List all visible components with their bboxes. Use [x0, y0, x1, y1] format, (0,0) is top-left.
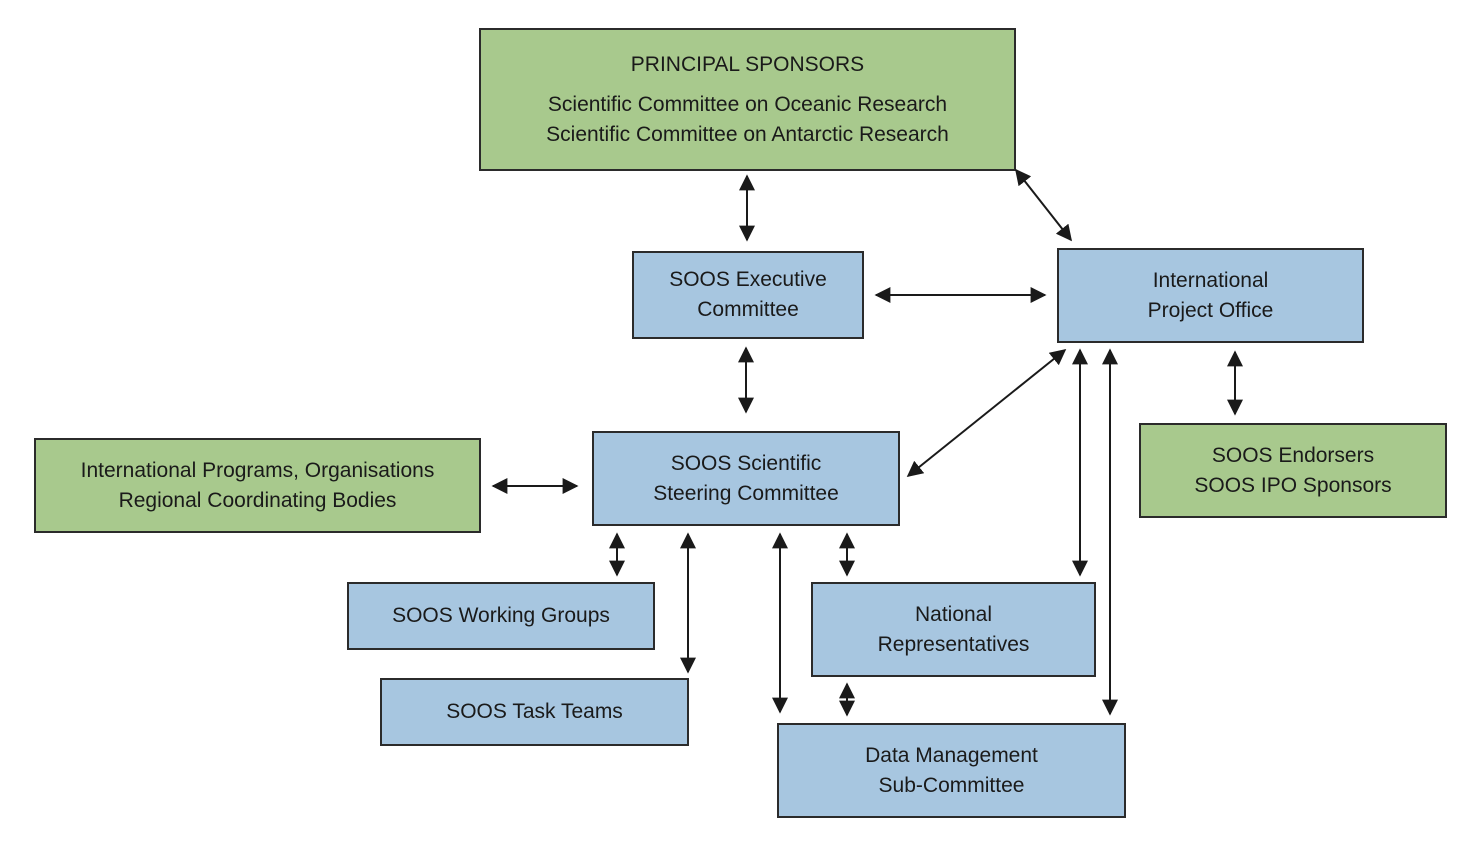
international-programs-line2: Regional Coordinating Bodies	[118, 488, 397, 512]
data-mgmt-line2: Sub-Committee	[878, 773, 1025, 797]
working-groups-box: SOOS Working Groups	[347, 582, 655, 650]
ssc-line2: Steering Committee	[653, 481, 839, 505]
executive-committee-line2: Committee	[697, 298, 799, 321]
endorsers-line1: SOOS Endorsers	[1211, 443, 1375, 467]
national-representatives-box: National Representatives	[811, 582, 1096, 677]
arrow-ipo-ssc	[906, 348, 1067, 478]
endorsers-line2: SOOS IPO Sponsors	[1194, 473, 1392, 497]
data-mgmt-line1: Data Management	[865, 743, 1038, 767]
national-reps-line2: Representatives	[877, 632, 1030, 656]
endorsers-box: SOOS Endorsers SOOS IPO Sponsors	[1139, 423, 1447, 518]
principal-sponsors-box: PRINCIPAL SPONSORS Scientific Committee …	[479, 28, 1016, 171]
ipo-line2: Project Office	[1147, 298, 1274, 322]
international-programs-box: International Programs, Organisations Re…	[34, 438, 481, 533]
principal-sponsors-heading: PRINCIPAL SPONSORS	[630, 52, 865, 76]
national-reps-line1: National	[914, 602, 993, 626]
working-groups-label: SOOS Working Groups	[392, 604, 610, 627]
scientific-steering-committee-box: SOOS Scientific Steering Committee	[592, 431, 900, 526]
executive-committee-box: SOOS Executive Committee	[632, 251, 864, 339]
task-teams-label: SOOS Task Teams	[446, 700, 623, 723]
ssc-line1: SOOS Scientific	[670, 451, 822, 475]
international-programs-line1: International Programs, Organisations	[80, 458, 435, 482]
data-management-box: Data Management Sub-Committee	[777, 723, 1126, 818]
scar-label: Scientific Committee on Antarctic Resear…	[546, 122, 949, 146]
arrow-sponsors-ipo	[1015, 168, 1072, 242]
task-teams-box: SOOS Task Teams	[380, 678, 689, 746]
international-project-office-box: International Project Office	[1057, 248, 1364, 343]
ipo-line1: International	[1152, 268, 1269, 292]
scor-label: Scientific Committee on Oceanic Research	[547, 92, 948, 116]
executive-committee-line1: SOOS Executive	[669, 268, 827, 291]
